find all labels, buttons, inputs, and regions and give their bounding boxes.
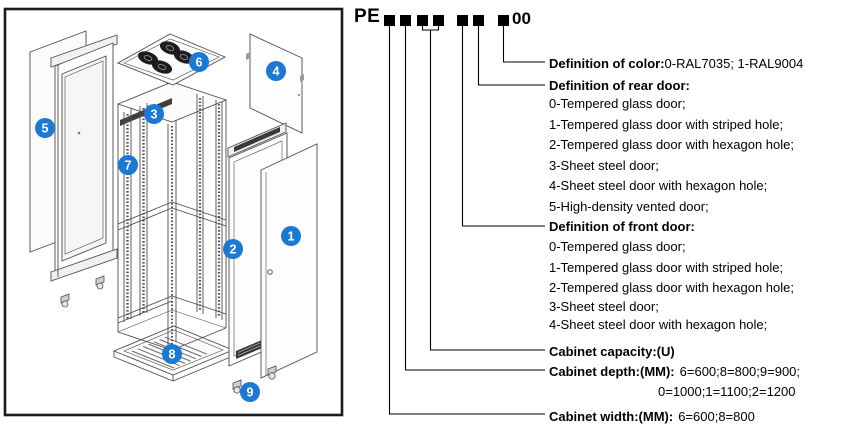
svg-text:5: 5 [42, 122, 49, 136]
code-digit-placeholder-4 [433, 15, 444, 26]
svg-text:7: 7 [125, 159, 132, 173]
svg-text:1: 1 [288, 230, 295, 244]
legend-width-title: Cabinet width:(MM): [549, 409, 674, 424]
callout-1: 1 [281, 226, 301, 246]
legend-rear-door-option: 0-Tempered glass door; [549, 96, 686, 111]
legend-color-value: 0-RAL7035; 1-RAL9004 [664, 56, 804, 71]
legend-width-row: Cabinet width:(MM): 6=600;8=800 [549, 409, 755, 424]
legend-rear-door-option: 4-Sheet steel door with hexagon hole; [549, 178, 768, 193]
legend-depth-row: Cabinet depth:(MM): 6=600;8=800;9=900; [549, 364, 800, 379]
legend-rear-door-option: 2-Tempered glass door with hexagon hole; [549, 137, 794, 152]
mounting-rails-left [123, 103, 148, 322]
fan-icons [137, 41, 195, 74]
legend-rear-door-title: Definition of rear door: [549, 78, 690, 93]
legend-front-door-title: Definition of front door: [549, 219, 695, 234]
legend-front-door-option: 2-Tempered glass door with hexagon hole; [549, 280, 794, 295]
door-lock [267, 269, 273, 275]
code-prefix: PE [354, 6, 381, 27]
legend-front-door-option: 4-Sheet steel door with hexagon hole; [549, 317, 768, 332]
legend-depth-title: Cabinet depth:(MM): [549, 364, 675, 379]
code-digit-placeholder-1 [384, 15, 395, 26]
code-digit-placeholder-7 [498, 15, 509, 26]
caster-wheels-left [60, 275, 105, 308]
caster-wheels-right [232, 365, 277, 394]
legend-rear-door-option: 3-Sheet steel door; [549, 158, 659, 173]
legend-color-title: Definition of color: [549, 56, 665, 71]
callout-8: 8 [162, 344, 182, 364]
cabinet-exploded-diagram: 1 2 3 4 5 6 7 8 [3, 7, 344, 417]
callout-3: 3 [144, 104, 164, 124]
legend-depth-values: 6=600;8=800;9=900; [679, 364, 801, 379]
svg-text:2: 2 [230, 243, 237, 257]
legend-width-values: 6=600;8=800 [678, 409, 755, 424]
callout-2: 2 [223, 239, 243, 259]
svg-text:6: 6 [196, 56, 203, 70]
legend-rear-door-option: 5-High-density vented door; [549, 199, 709, 214]
glass-door-frame [50, 34, 118, 282]
callout-9: 9 [240, 382, 260, 402]
legend-depth-values-2: 0=1000;1=1100;2=1200 [658, 384, 796, 399]
legend-capacity-title: Cabinet capacity:(U) [549, 344, 675, 359]
code-suffix: 00 [512, 9, 531, 28]
code-digit-placeholder-6 [473, 15, 484, 26]
svg-text:9: 9 [247, 386, 254, 400]
legend-rear-door-option: 1-Tempered glass door with striped hole; [549, 117, 784, 132]
svg-text:4: 4 [273, 65, 280, 79]
legend-front-door-option: 0-Tempered glass door; [549, 239, 686, 254]
code-digit-placeholder-5 [457, 15, 468, 26]
top-cover-fan-unit [116, 33, 227, 86]
rear-side-panel [246, 33, 304, 134]
legend-color-row: Definition of color:0-RAL7035; 1-RAL9004 [549, 56, 803, 71]
code-digit-placeholder-3 [417, 15, 428, 26]
callout-6: 6 [189, 52, 209, 72]
code-digit-placeholder-2 [400, 15, 411, 26]
callout-5: 5 [35, 118, 55, 138]
mounting-rails-right [196, 94, 223, 320]
legend-front-door-option: 1-Tempered glass door with striped hole; [549, 260, 784, 275]
svg-text:3: 3 [151, 108, 158, 122]
callout-4: 4 [266, 61, 286, 81]
callout-7: 7 [118, 155, 138, 175]
svg-text:8: 8 [169, 348, 176, 362]
legend-front-door-option: 3-Sheet steel door; [549, 299, 659, 314]
front-door-panel [260, 143, 318, 379]
